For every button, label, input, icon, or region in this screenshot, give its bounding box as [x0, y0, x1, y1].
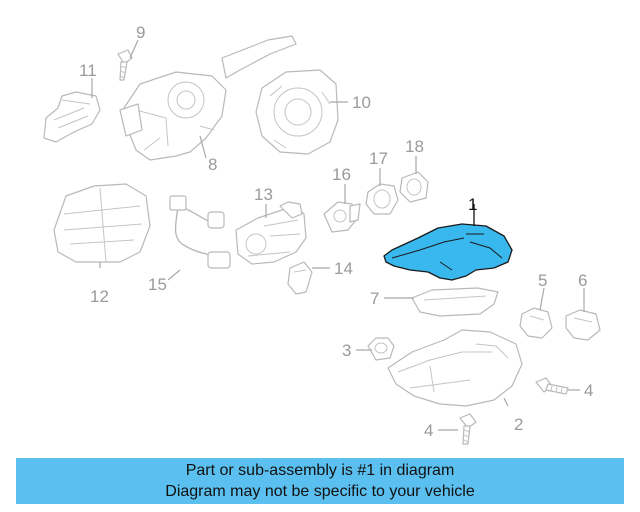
part-9-screw[interactable] — [117, 49, 133, 81]
label-1: 1 — [468, 195, 477, 214]
part-4-screw-right[interactable] — [535, 377, 569, 395]
label-4-right: 4 — [584, 381, 593, 400]
label-13: 13 — [254, 185, 273, 204]
parts-diagram: 9 11 10 8 16 17 18 13 1 14 15 12 5 6 7 3… — [43, 23, 601, 445]
part-11-bracket[interactable] — [43, 91, 101, 143]
label-9: 9 — [136, 23, 145, 42]
label-10: 10 — [352, 93, 371, 112]
part-4-screw-lower[interactable] — [459, 413, 477, 445]
label-11: 11 — [79, 61, 97, 80]
part-17-bezel-ring[interactable] — [365, 183, 399, 215]
part-2-lower-shroud[interactable] — [387, 329, 523, 407]
part-5-clip[interactable] — [519, 307, 553, 339]
label-17: 17 — [369, 149, 388, 168]
label-2: 2 — [514, 415, 523, 434]
label-18: 18 — [405, 137, 424, 156]
part-12-control-module[interactable] — [53, 183, 151, 263]
part-3-grommet[interactable] — [367, 337, 395, 361]
part-6-clip[interactable] — [565, 309, 601, 341]
label-4-lower: 4 — [424, 421, 433, 440]
part-7-trim-panel[interactable] — [411, 287, 499, 317]
label-14: 14 — [334, 259, 353, 278]
part-14-clip[interactable] — [287, 261, 313, 295]
label-16: 16 — [332, 165, 351, 184]
part-15-wiring-harness[interactable] — [169, 195, 231, 269]
banner-line-part-number: Part or sub-assembly is #1 in diagram — [185, 462, 455, 479]
label-12: 12 — [90, 287, 109, 306]
part-18-trim-ring[interactable] — [399, 171, 429, 203]
part-16-lock-cylinder[interactable] — [323, 201, 361, 233]
info-banner: Part or sub-assembly is #1 in diagram Di… — [16, 458, 624, 504]
part-13-ignition-housing[interactable] — [235, 201, 307, 265]
label-7: 7 — [370, 289, 379, 308]
part-1-upper-shroud[interactable] — [383, 223, 513, 281]
banner-line-disclaimer: Diagram may not be specific to your vehi… — [165, 483, 475, 500]
part-10-clock-spring[interactable] — [255, 69, 339, 155]
label-3: 3 — [342, 341, 351, 360]
label-15: 15 — [148, 275, 167, 294]
label-5: 5 — [538, 271, 547, 290]
label-6: 6 — [578, 271, 587, 290]
label-8: 8 — [208, 155, 217, 174]
